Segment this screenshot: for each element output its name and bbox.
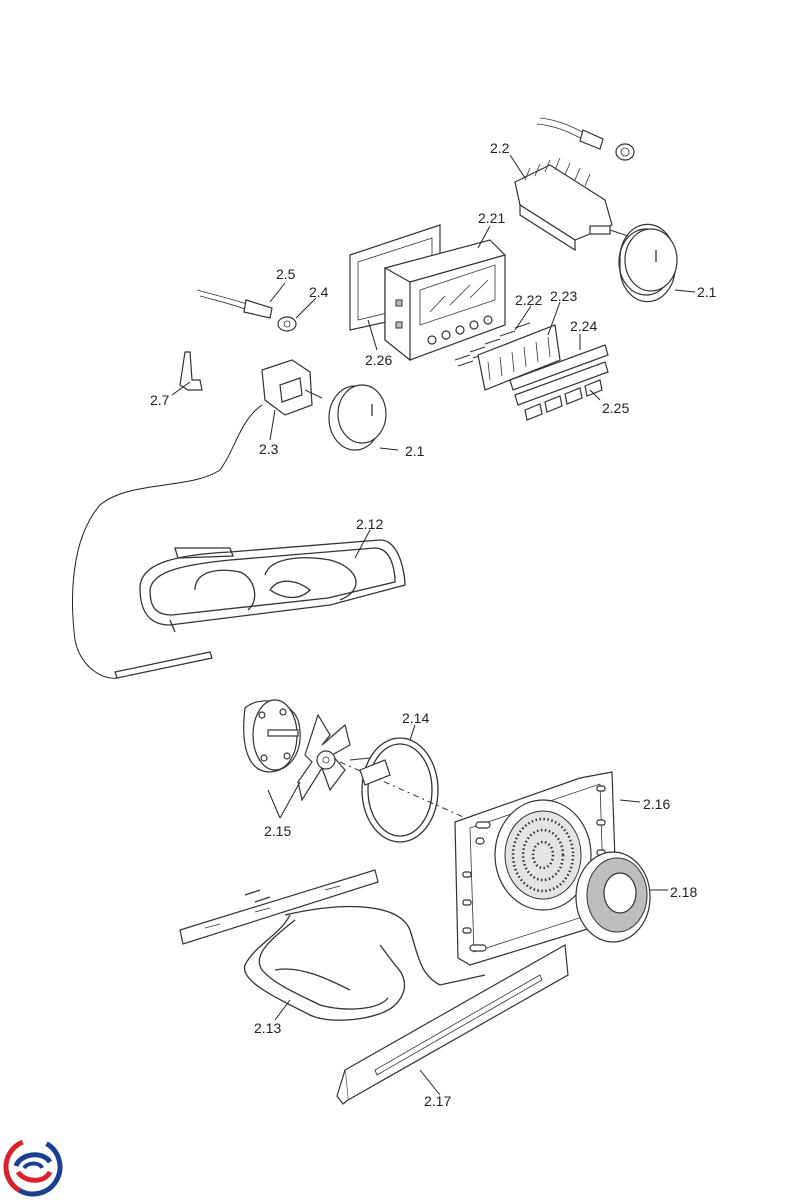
circular-element-part bbox=[349, 737, 439, 843]
label-2-5: 2.5 bbox=[276, 266, 296, 282]
fan-motor-part bbox=[243, 699, 301, 773]
label-2-7: 2.7 bbox=[150, 392, 170, 408]
label-2-22: 2.22 bbox=[515, 292, 543, 308]
selector-switch-part bbox=[514, 117, 635, 252]
callout-leaders bbox=[171, 154, 696, 1096]
brand-logo-icon bbox=[3, 1137, 63, 1197]
thermostat-part bbox=[72, 359, 323, 679]
clip-part bbox=[179, 351, 203, 391]
label-2-17: 2.17 bbox=[424, 1093, 452, 1109]
fan-cover-part bbox=[575, 851, 651, 943]
indicator-lamp-part bbox=[196, 289, 297, 332]
button-plate-part bbox=[509, 344, 609, 421]
fan-blade-part bbox=[297, 713, 471, 821]
button-housing-part bbox=[477, 324, 561, 391]
side-rail-part bbox=[336, 944, 569, 1105]
label-2-24: 2.24 bbox=[570, 318, 598, 334]
label-2-23: 2.23 bbox=[550, 288, 578, 304]
label-2-26: 2.26 bbox=[365, 352, 393, 368]
label-2-1-mid: 2.1 bbox=[405, 443, 425, 459]
label-2-14: 2.14 bbox=[402, 710, 430, 726]
back-panel-part bbox=[454, 771, 618, 966]
label-2-13: 2.13 bbox=[254, 1020, 282, 1036]
label-2-4: 2.4 bbox=[309, 284, 329, 300]
label-2-18: 2.18 bbox=[670, 884, 698, 900]
label-2-3: 2.3 bbox=[259, 441, 279, 457]
label-2-2: 2.2 bbox=[490, 140, 510, 156]
control-knob-top bbox=[618, 223, 678, 303]
lower-element-part bbox=[179, 869, 486, 1021]
label-2-21: 2.21 bbox=[478, 210, 506, 226]
label-2-12: 2.12 bbox=[356, 516, 384, 532]
label-2-16: 2.16 bbox=[643, 796, 671, 812]
label-2-25: 2.25 bbox=[602, 400, 630, 416]
label-2-1-top: 2.1 bbox=[697, 284, 717, 300]
label-2-15: 2.15 bbox=[264, 823, 292, 839]
timer-module-part bbox=[349, 224, 506, 362]
grill-element-part bbox=[139, 539, 406, 633]
control-knob-middle bbox=[328, 384, 387, 451]
